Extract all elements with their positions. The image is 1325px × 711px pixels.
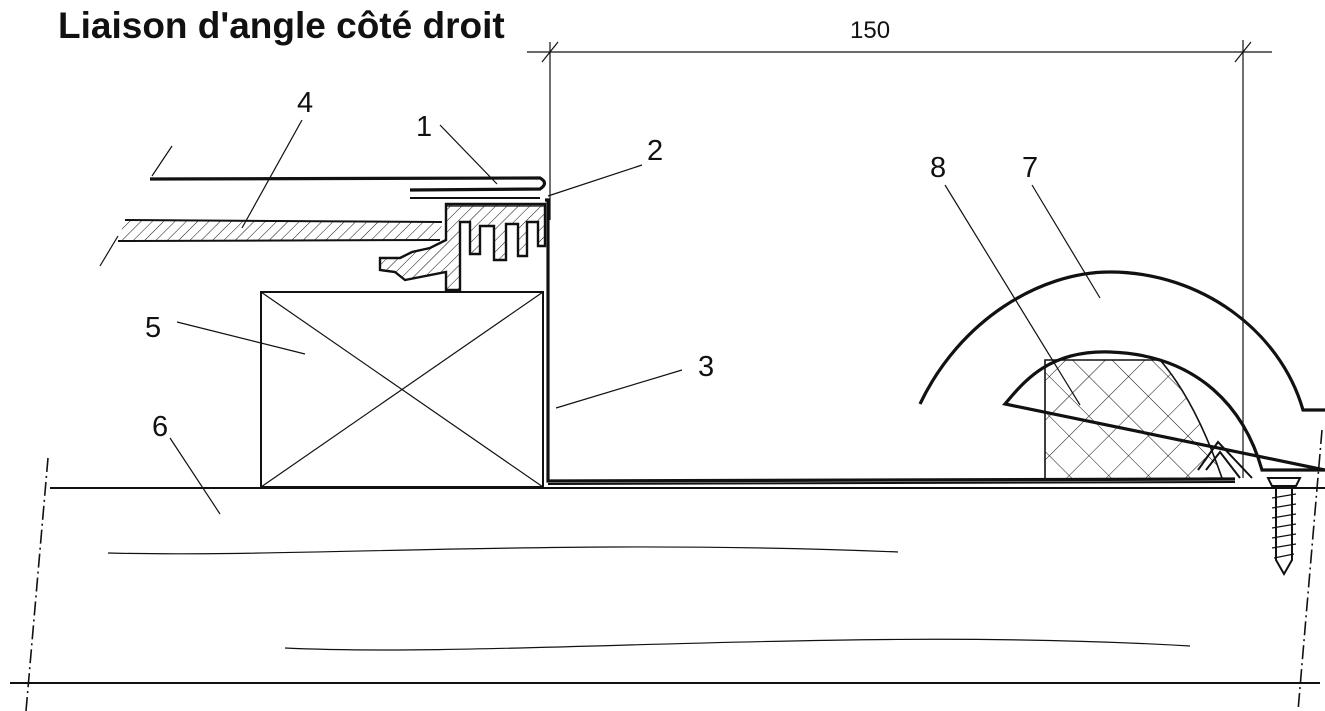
callout-3: 3	[698, 351, 714, 383]
callout-5: 5	[145, 312, 161, 344]
callout-4: 4	[297, 87, 313, 119]
drawing-title: Liaison d'angle côté droit	[58, 5, 505, 46]
callout-leaders	[169, 119, 1101, 515]
timber-block	[260, 291, 544, 488]
dimension-150: 150	[527, 17, 1272, 478]
fixing-clip	[1197, 440, 1253, 479]
roof-panel	[99, 145, 443, 267]
callout-1: 1	[416, 111, 432, 143]
cover-flashing	[149, 176, 547, 199]
fixing-screw	[1266, 477, 1302, 577]
angle-flashing	[545, 198, 1236, 483]
callout-7: 7	[1022, 152, 1038, 184]
callout-6: 6	[152, 411, 168, 443]
callout-2: 2	[647, 135, 663, 167]
ground-support	[10, 429, 1325, 711]
ridge-tile	[918, 270, 1325, 472]
aluminium-profile	[378, 202, 547, 292]
dimension-label: 150	[850, 17, 890, 44]
sealing-foam	[1044, 359, 1224, 481]
callout-labels: 1 2 3 4 5 6 7 8	[145, 87, 1038, 443]
callout-8: 8	[930, 152, 946, 184]
